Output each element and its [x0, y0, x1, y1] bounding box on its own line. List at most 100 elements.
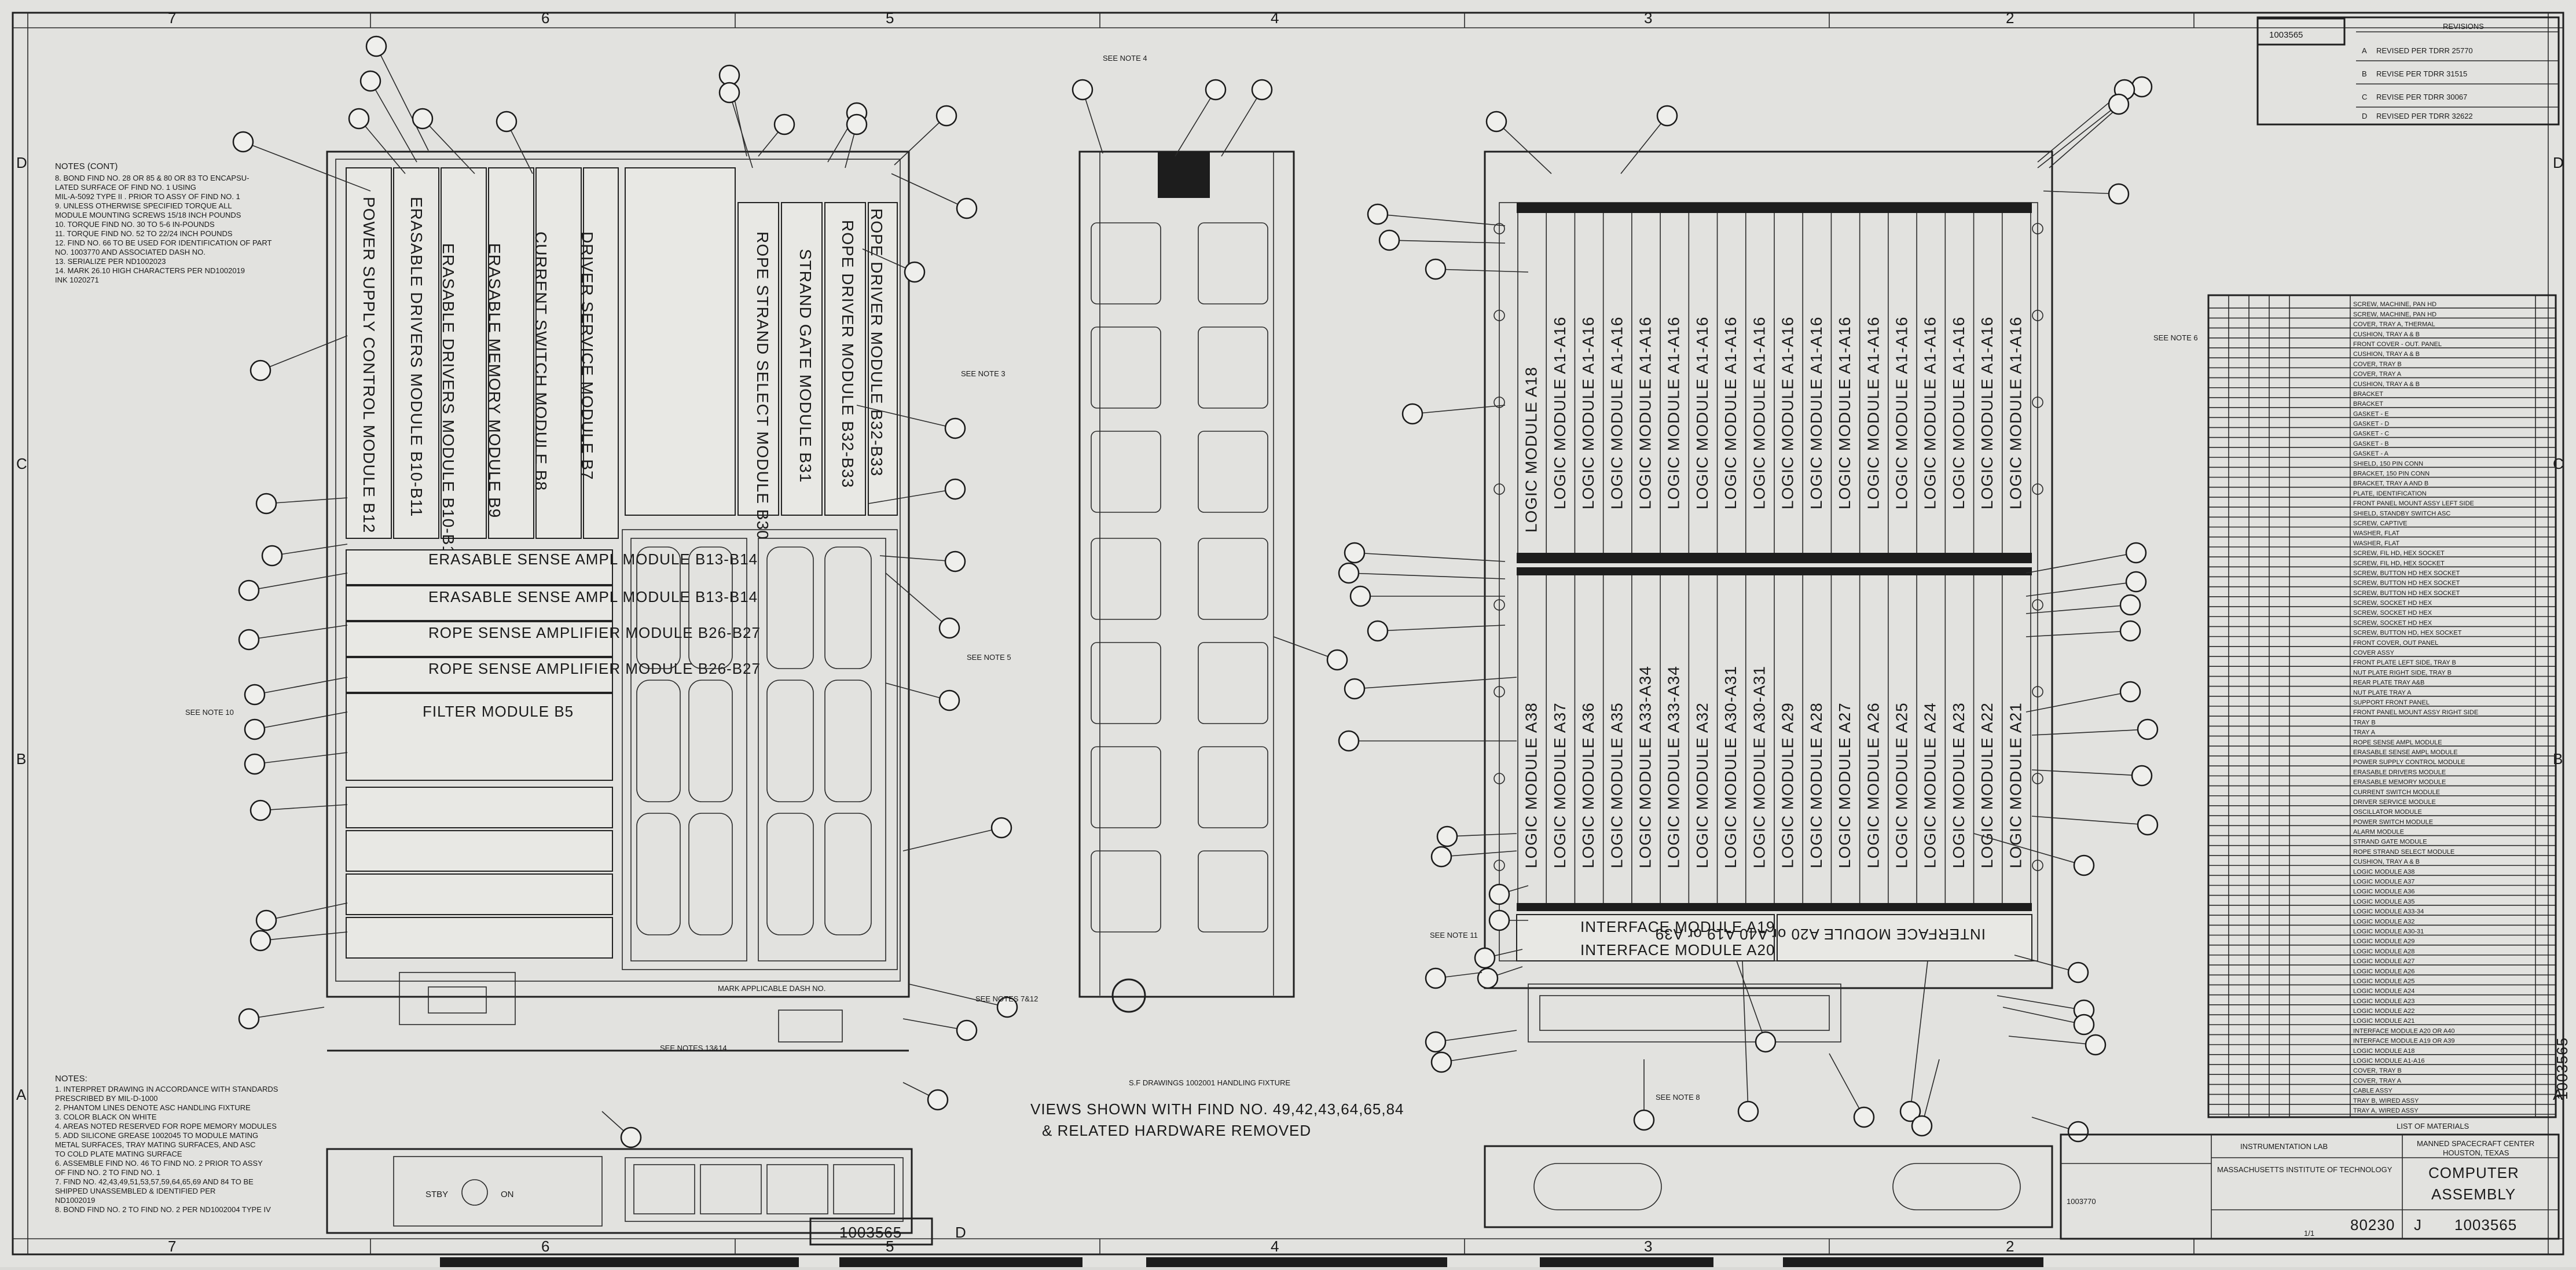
logic-module-label: LOGIC MODULE A1-A16: [1779, 317, 1797, 509]
find-number-bubble: [2119, 681, 2141, 703]
leader-line: [2025, 604, 2131, 614]
zone-bottom-7: 7: [168, 1238, 176, 1255]
find-number-bubble: [1425, 967, 1447, 989]
module-label-b10-b11: ERASABLE DRIVERS MODULE B10-B11: [439, 243, 457, 563]
revision-ltr: C: [2362, 93, 2367, 101]
parts-row-text: COVER, TRAY B: [2353, 1067, 2402, 1074]
find-number-bubble: [1737, 1100, 1759, 1122]
leader-line: [260, 804, 348, 811]
notes-title: NOTES:: [55, 1074, 87, 1084]
note-line: 8. BOND FIND NO. 2 TO FIND NO. 2 PER ND1…: [55, 1205, 271, 1214]
logic-module-label: LOGIC MODULE A24: [1921, 702, 1939, 868]
leader-line: [1175, 89, 1216, 157]
parts-row-text: FRONT PANEL MOUNT ASSY LEFT SIDE: [2353, 500, 2474, 507]
parts-row-text: LOGIC MODULE A37: [2353, 879, 2414, 886]
find-number-bubble: [1488, 883, 1510, 905]
leader-line: [1910, 960, 1928, 1112]
module-label-b5: FILTER MODULE B5: [423, 703, 574, 720]
leader-line: [729, 92, 753, 168]
parts-row-text: COVER, TRAY A, THERMAL: [2353, 321, 2435, 328]
leader-line: [894, 115, 947, 166]
parts-row-text: LOGIC MODULE A21: [2353, 1018, 2414, 1025]
leader-line: [1496, 121, 1552, 174]
note-line: 5. ADD SILICONE GREASE 1002045 TO MODULE…: [55, 1131, 258, 1140]
notes-cont-line: 9. UNLESS OTHERWISE SPECIFIED TORQUE ALL: [55, 201, 232, 210]
title-location: HOUSTON, TEXAS: [2443, 1148, 2509, 1157]
notes-cont-line: INK 1020271: [55, 276, 99, 284]
logic-module-label: LOGIC MODULE A33-A34: [1665, 666, 1683, 868]
parts-row-text: SCREW, MACHINE, PAN HD: [2353, 311, 2436, 318]
find-number-bubble: [846, 113, 868, 135]
note-line: 4. AREAS NOTED RESERVED FOR ROPE MEMORY …: [55, 1122, 277, 1130]
zone-left-A: A: [16, 1086, 27, 1103]
handling-fixture-note: S.F DRAWINGS 1002001 HANDLING FIXTURE: [1129, 1078, 1290, 1087]
leader-line: [1997, 995, 2085, 1011]
leader-line: [1273, 636, 1338, 660]
note-line: 2. PHANTOM LINES DENOTE ASC HANDLING FIX…: [55, 1103, 251, 1112]
leader-line: [2031, 729, 2148, 736]
zone-bottom-4: 4: [1271, 1238, 1279, 1255]
see-note-label: SEE NOTE 6: [2153, 333, 2198, 342]
parts-row-text: CURRENT SWITCH MODULE: [2353, 789, 2440, 796]
find-number-bubble: [249, 799, 271, 821]
leader-line: [2002, 1007, 2085, 1025]
find-number-bubble: [255, 493, 277, 515]
parts-row-text: COVER ASSY: [2353, 649, 2395, 656]
parts-row-text: TRAY A: [2353, 729, 2376, 736]
leader-line: [1620, 115, 1668, 174]
logic-module-label: LOGIC MODULE A1-A16: [1978, 317, 1996, 509]
module-label-b9: ERASABLE MEMORY MODULE B9: [486, 243, 504, 518]
leader-line: [1742, 960, 1749, 1112]
parts-row-text: PLATE, IDENTIFICATION: [2353, 490, 2427, 497]
zone-top-2: 2: [2006, 9, 2014, 27]
find-number-bubble: [1474, 947, 1496, 969]
find-number-bubble: [620, 1126, 642, 1148]
parts-list-title: LIST OF MATERIALS: [2397, 1122, 2469, 1130]
find-number-bubble: [238, 579, 260, 601]
parts-row-text: FRONT PANEL MOUNT ASSY RIGHT SIDE: [2353, 709, 2478, 716]
leader-line: [358, 118, 406, 174]
module-label-b32-b33: ROPE DRIVER MODULE B32-B33: [868, 208, 886, 476]
interface-module-right: [1777, 914, 2032, 961]
module-label-b26-b27: ROPE SENSE AMPLIFIER MODULE B26-B27: [428, 624, 761, 641]
logic-module-label: LOGIC MODULE A1-A16: [1864, 317, 1882, 509]
note-line: TO COLD PLATE MATING SURFACE: [55, 1150, 182, 1158]
parts-row-text: SCREW, BUTTON HD HEX SOCKET: [2353, 590, 2460, 597]
leader-line: [1348, 572, 1506, 579]
parts-row-text: GASKET - B: [2353, 441, 2389, 447]
note-line: 1. INTERPRET DRAWING IN ACCORDANCE WITH …: [55, 1085, 278, 1093]
find-number-bubble: [2131, 765, 2153, 787]
parts-row-text: BRACKET, TRAY A AND B: [2353, 480, 2428, 487]
parts-row-text: LOGIC MODULE A27: [2353, 958, 2414, 965]
revision-text: REVISE PER TDRR 31515: [2376, 69, 2467, 78]
parts-row-text: FRONT PLATE LEFT SIDE, TRAY B: [2353, 659, 2456, 666]
zone-top-4: 4: [1271, 9, 1279, 27]
find-number-bubble: [2073, 854, 2095, 876]
leader-line: [2008, 1036, 2096, 1045]
scan-edge-mark: [839, 1257, 1082, 1267]
parts-row-text: DRIVER SERVICE MODULE: [2353, 799, 2436, 806]
find-number-bubble: [990, 817, 1012, 839]
parts-row-text: SCREW, FIL HD, HEX SOCKET: [2353, 560, 2445, 567]
zone-top-3: 3: [1644, 9, 1652, 27]
leader-line: [260, 931, 348, 941]
zone-left-C: C: [16, 455, 27, 472]
general-notes: NOTES: 1. INTERPRET DRAWING IN ACCORDANC…: [55, 1074, 278, 1214]
leader-line: [2037, 104, 2119, 168]
sheet-border: [12, 12, 2564, 1256]
revisions-title: REVISIONS: [2443, 22, 2484, 31]
revision-text: REVISED PER TDRR 25770: [2376, 46, 2473, 55]
scan-edge-mark: [1146, 1257, 1447, 1267]
find-number-bubble: [944, 550, 966, 572]
see-note-label: SEE NOTE 11: [1430, 931, 1478, 939]
title-org: MANNED SPACECRAFT CENTER: [2417, 1139, 2534, 1148]
logic-module-label: LOGIC MODULE A1-A16: [1608, 317, 1625, 509]
parts-row-text: ERASABLE SENSE AMPL MODULE: [2353, 749, 2458, 756]
find-number-bubble: [1755, 1031, 1777, 1053]
find-number-bubble: [249, 930, 271, 952]
leader-line: [1082, 89, 1103, 154]
title-code: 80230: [2350, 1216, 2395, 1234]
find-number-bubble: [1485, 111, 1507, 133]
parts-row-text: SCREW, MACHINE, PAN HD: [2353, 301, 2436, 308]
